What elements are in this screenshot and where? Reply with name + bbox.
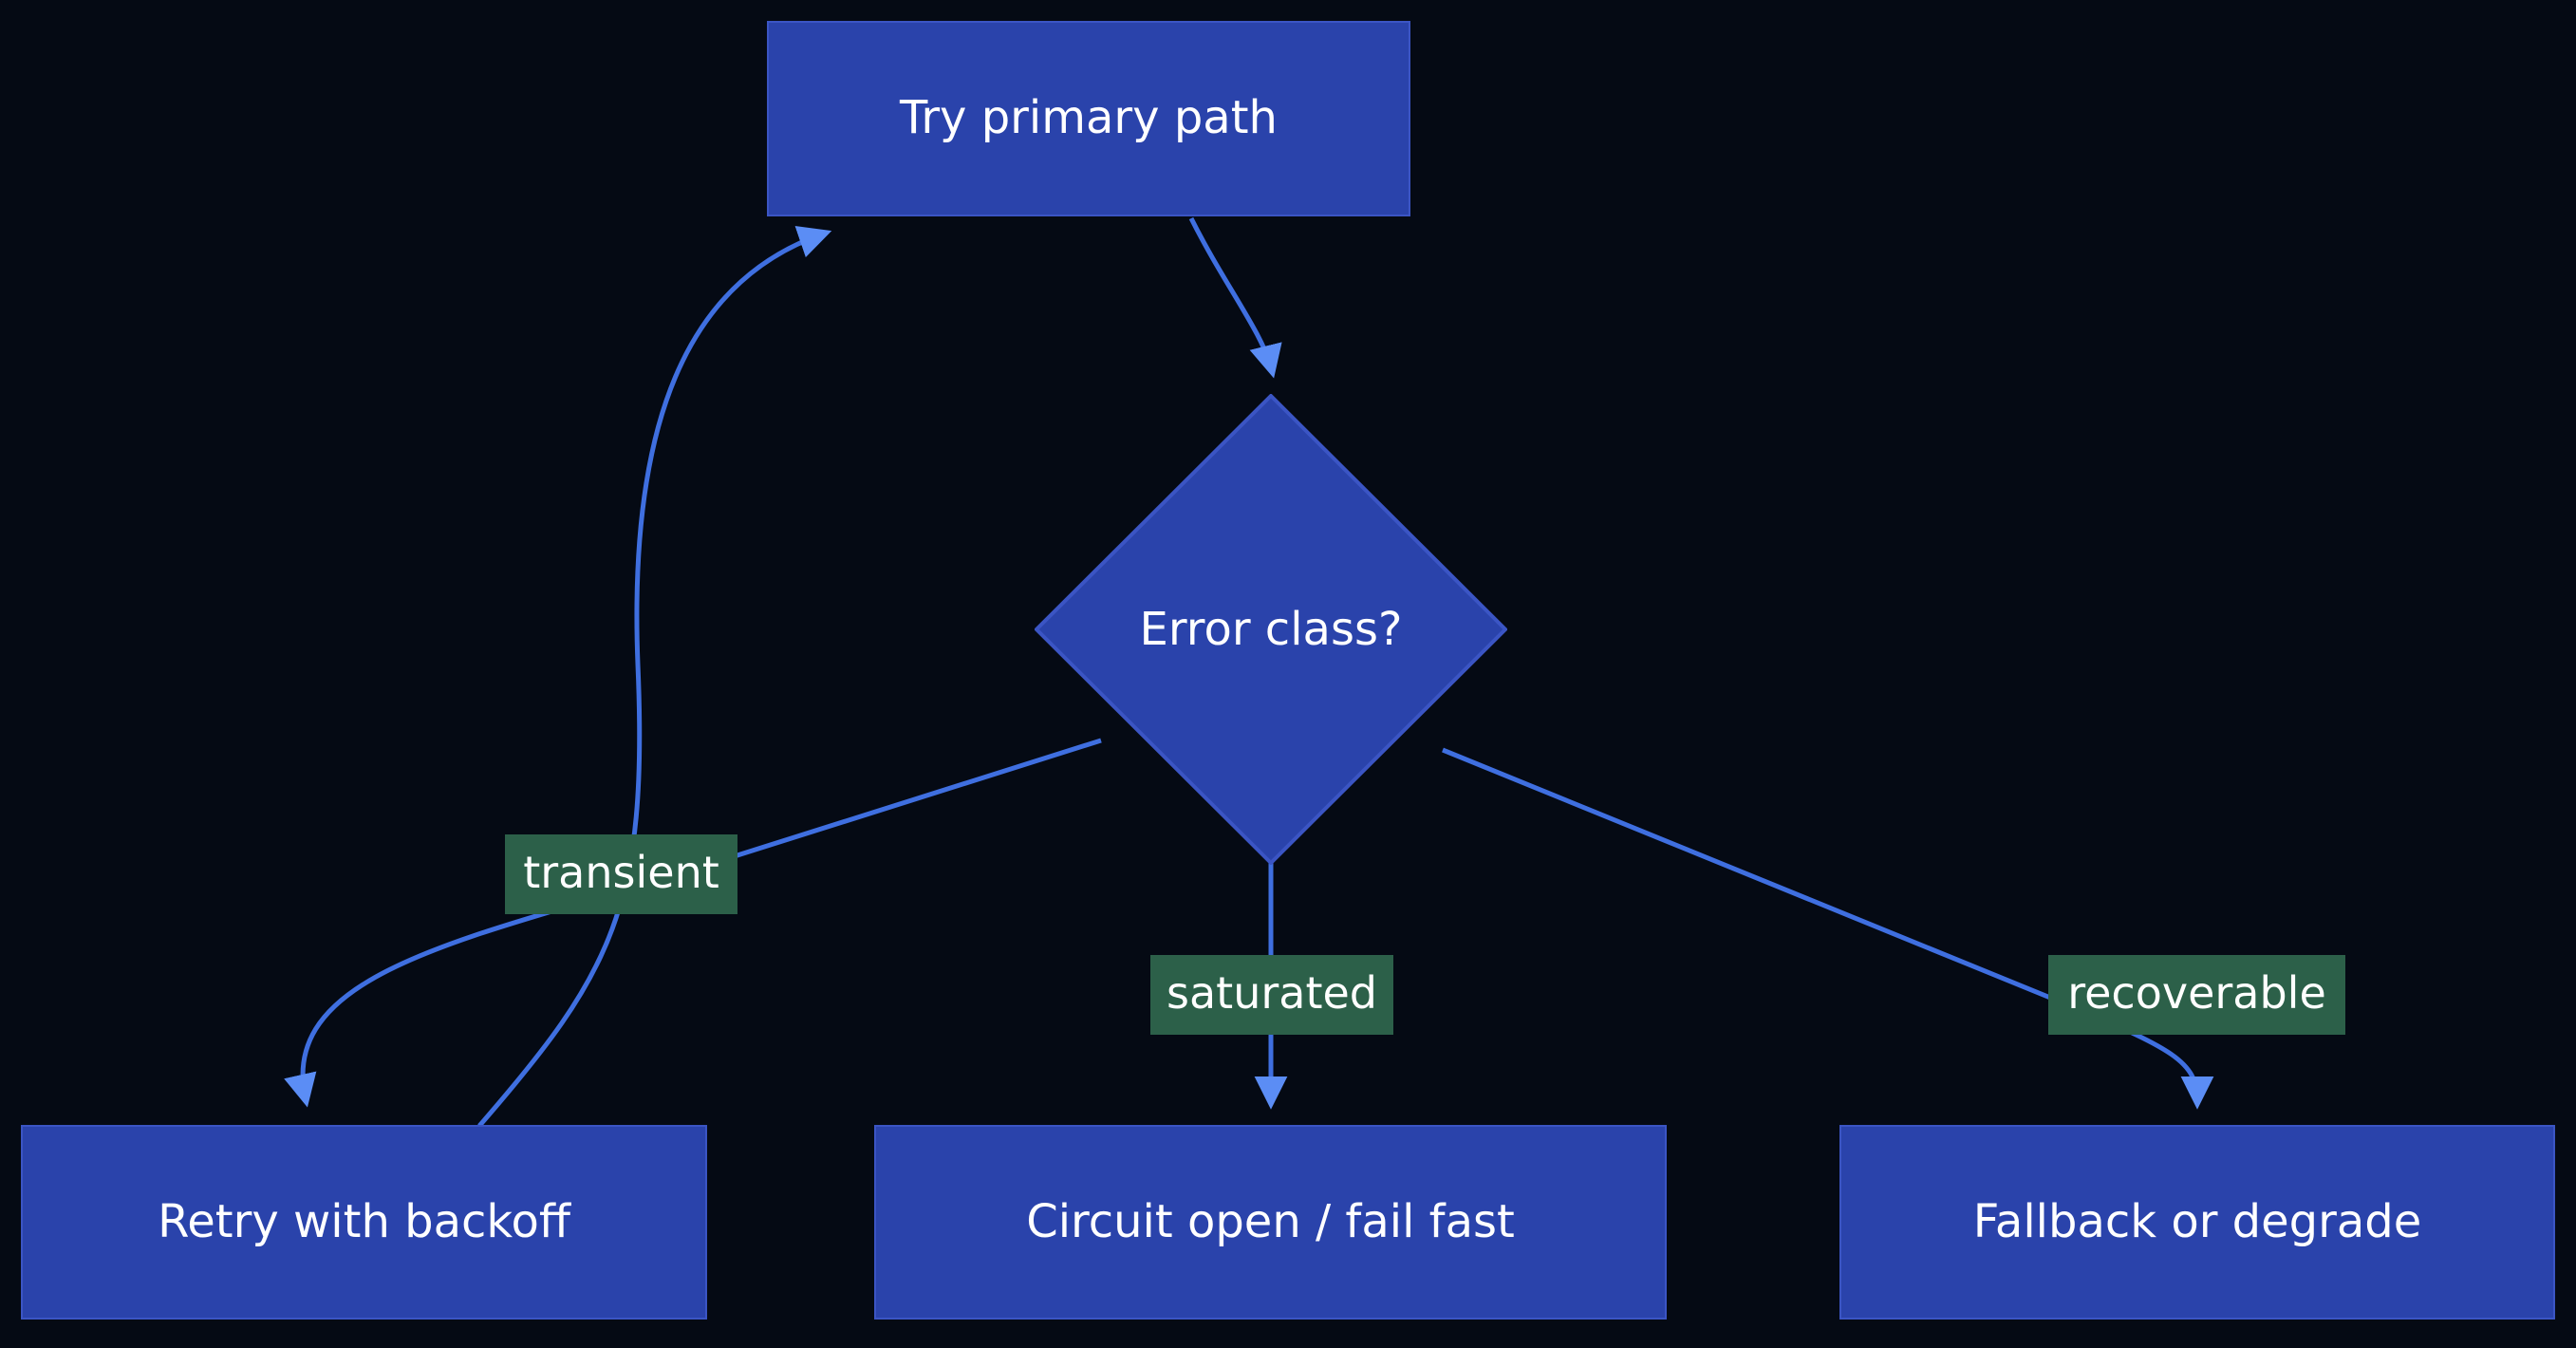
- node-try-primary-path[interactable]: Try primary path: [767, 21, 1410, 216]
- edge-label-text: recoverable: [2067, 967, 2326, 1019]
- edge-label-text: saturated: [1167, 967, 1377, 1019]
- node-label: Fallback or degrade: [1972, 1194, 2422, 1248]
- node-label: Retry with backoff: [158, 1194, 570, 1248]
- node-label: Error class?: [1139, 603, 1403, 656]
- edge-error-to-retry: [284, 738, 1102, 1108]
- edge-retry-to-try: [477, 225, 832, 1128]
- node-circuit-open-fail-fast[interactable]: Circuit open / fail fast: [874, 1125, 1667, 1320]
- edge-label-transient: transient: [505, 834, 737, 914]
- edge-label-saturated: saturated: [1150, 955, 1393, 1035]
- node-fallback-or-degrade[interactable]: Fallback or degrade: [1839, 1125, 2555, 1320]
- edge-error-to-fallback: [1442, 747, 2214, 1110]
- node-label: Try primary path: [900, 91, 1278, 145]
- node-error-class[interactable]: Error class?: [1035, 394, 1507, 865]
- edge-label-text: transient: [523, 847, 719, 898]
- edge-label-recoverable: recoverable: [2048, 955, 2345, 1035]
- node-label: Circuit open / fail fast: [1026, 1194, 1515, 1248]
- node-retry-with-backoff[interactable]: Retry with backoff: [21, 1125, 707, 1320]
- diamond-shape: [1035, 394, 1507, 865]
- edge-try-to-error: [1188, 216, 1282, 379]
